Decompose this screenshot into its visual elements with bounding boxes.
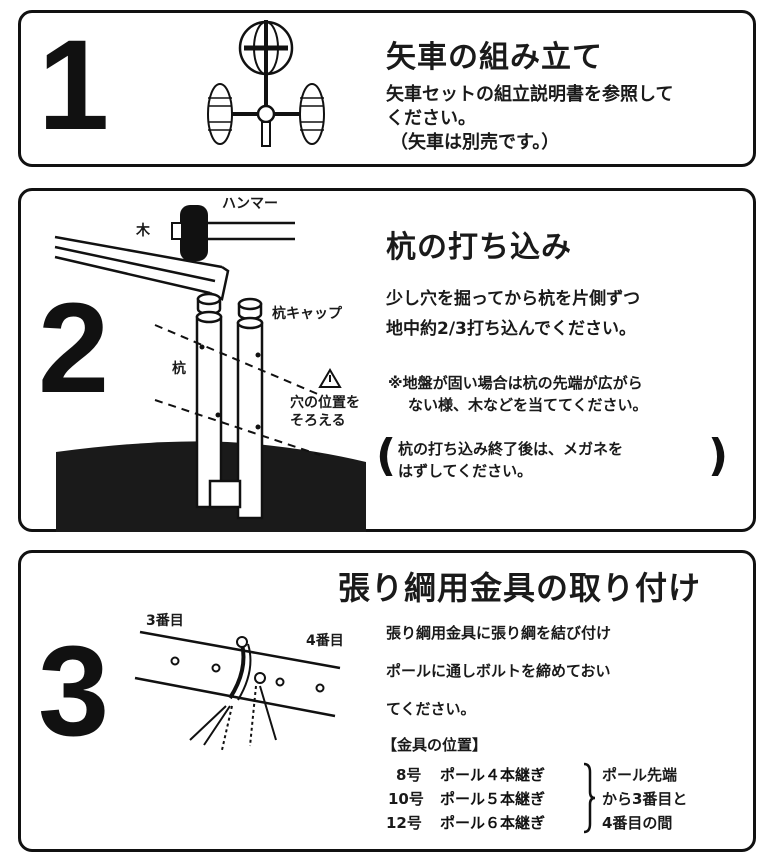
step-2-note-2: ない様、木などを当ててください。 <box>408 396 648 414</box>
step-3-panel <box>18 550 756 852</box>
step-2-line-2: 地中約2/3打ち込んでください。 <box>386 319 637 339</box>
step-3-line-1: 張り綱用金具に張り綱を結び付け <box>386 624 612 642</box>
step-1-number: 1 <box>38 14 110 157</box>
step-2-paren-note-1: 杭の打ち込み終了後は、メガネを <box>398 440 624 458</box>
fourth-section-label: 4番目 <box>306 633 344 649</box>
position-row: 8号 <box>396 764 421 785</box>
step-1-panel <box>18 10 756 167</box>
align-holes-label-1: 穴の位置を <box>290 395 360 411</box>
step-2-note-1: ※地盤が固い場合は杭の先端が広がら <box>388 374 643 392</box>
step-1-title: 矢車の組み立て <box>386 40 603 75</box>
position-size: 10号 <box>388 790 424 808</box>
position-note-1: ポール先端 <box>602 766 678 784</box>
step-3-number: 3 <box>38 620 110 763</box>
position-pole: ポール５本継ぎ <box>440 790 546 808</box>
warning-icon <box>318 368 342 388</box>
stake-label: 杭 <box>172 361 186 377</box>
guy-rope-fitting-illustration <box>134 630 341 751</box>
step-3-line-2: ポールに通しボルトを締めておい <box>386 662 611 680</box>
stake-illustration <box>54 205 342 520</box>
position-pole: ポール４本継ぎ <box>440 766 546 784</box>
position-row: 10号 <box>388 788 424 809</box>
step-1-line-2: ください。 <box>386 108 476 129</box>
third-section-label: 3番目 <box>146 613 184 629</box>
open-paren: ( <box>376 430 397 481</box>
step-3-line-3: てください。 <box>386 700 476 718</box>
step-1-line-3: （矢車は別売です。） <box>390 132 560 153</box>
wood-label: 木 <box>136 223 150 239</box>
close-paren: ) <box>708 430 729 481</box>
position-heading: 【金具の位置】 <box>382 736 488 754</box>
pinwheel-illustration <box>207 20 325 147</box>
align-holes-label-2: そろえる <box>290 413 346 429</box>
position-row: 12号 <box>386 812 422 833</box>
position-note-2: から3番目と <box>602 790 688 808</box>
step-2-line-1: 少し穴を掘ってから杭を片側ずつ <box>386 289 641 309</box>
brace-icon <box>583 762 596 834</box>
step-2-number: 2 <box>38 277 110 420</box>
step-1-line-1: 矢車セットの組立説明書を参照して <box>386 84 674 105</box>
step-2-paren-note-2: はずしてください。 <box>398 462 533 480</box>
position-pole: ポール６本継ぎ <box>440 814 546 832</box>
step-2-title: 杭の打ち込み <box>386 230 572 265</box>
position-size: 12号 <box>386 814 422 832</box>
step-3-title: 張り綱用金具の取り付け <box>338 569 702 607</box>
stake-cap-label: 杭キャップ <box>272 306 342 322</box>
position-note-3: 4番目の間 <box>602 814 673 832</box>
hammer-label: ハンマー <box>222 196 278 212</box>
position-size: 8号 <box>396 766 422 784</box>
